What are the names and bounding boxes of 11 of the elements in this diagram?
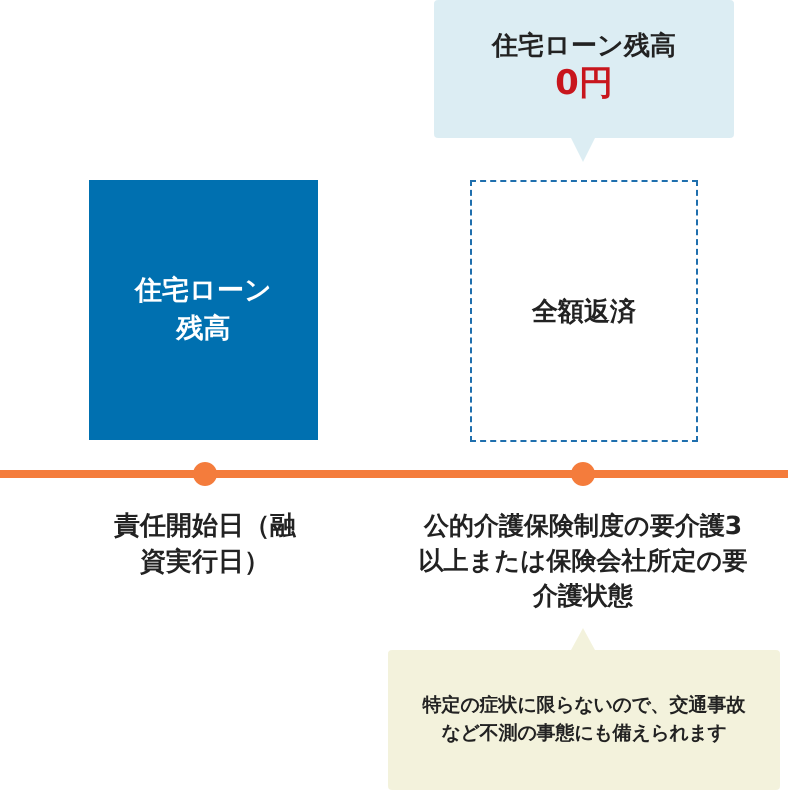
node-text: 住宅ローン残高 (492, 30, 676, 63)
node-text: 0円 (555, 63, 613, 104)
date-label: 責任開始日（融資実行日） (113, 510, 297, 580)
speech-bubble (434, 0, 734, 162)
condition-label: 公的介護保険制度の要介護3以上または保険会社所定の要介護状態 (418, 510, 748, 612)
node-text: 住宅ローン残高 (133, 274, 273, 346)
note-bubble (388, 628, 780, 790)
balance-box (89, 180, 318, 440)
node-text: 特定の症状に限らないので、交通事故など不測の事態にも備えられます (421, 693, 746, 746)
node-text: 全額返済 (532, 296, 636, 328)
repaid-box (470, 180, 698, 442)
